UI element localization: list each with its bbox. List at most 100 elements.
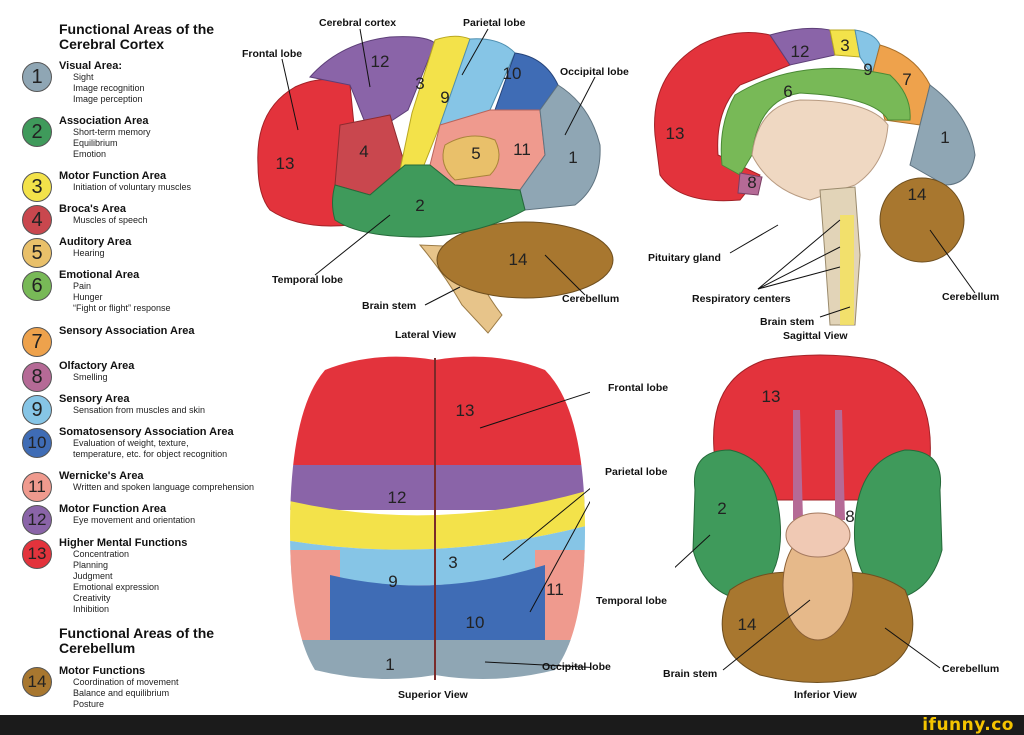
sagittal-num-8: 8 <box>747 173 756 192</box>
label-temporal-lobe-inferior: Temporal lobe <box>596 595 667 607</box>
cerebellum-section-title: Functional Areas of the Cerebellum <box>59 625 215 656</box>
superior-num-12: 12 <box>388 488 407 507</box>
legend-description-line: Initiation of voluntary muscles <box>73 182 192 192</box>
sagittal-num-3: 3 <box>840 36 849 55</box>
legend-item-title: Sensory Area <box>59 393 130 405</box>
superior-num-13: 13 <box>456 401 475 420</box>
legend-description-line: Posture <box>73 699 105 709</box>
legend-description-line: Muscles of speech <box>73 215 148 225</box>
label-parietal-lobe-lateral: Parietal lobe <box>463 17 526 29</box>
lateral-num-1: 1 <box>568 148 577 167</box>
legend-number-badge: 1 <box>22 62 52 92</box>
superior-num-9: 9 <box>388 572 397 591</box>
legend-description-line: Emotion <box>73 149 107 159</box>
legend-item-title: Auditory Area <box>59 236 132 248</box>
label-frontal-lobe-superior: Frontal lobe <box>608 382 669 394</box>
legend-description-line: Coordination of movement <box>73 677 179 687</box>
legend-description-line: Written and spoken language comprehensio… <box>73 482 254 492</box>
legend-item-title: Olfactory Area <box>59 360 135 372</box>
legend-item-title: Broca's Area <box>59 203 127 215</box>
lateral-num-14: 14 <box>509 250 528 269</box>
legend-item-title: Wernicke's Area <box>59 470 144 482</box>
legend-number-badge: 11 <box>22 472 52 502</box>
superior-region-9 <box>290 525 585 586</box>
inferior-region-2-left <box>692 449 782 601</box>
lateral-region-1 <box>519 84 601 211</box>
legend-item-description: Evaluation of weight, texture,temperatur… <box>73 438 227 460</box>
label-occipital-lobe-superior: Occipital lobe <box>542 661 611 673</box>
label-occipital-lobe-lateral: Occipital lobe <box>560 66 629 78</box>
legend-description-line: Sensation from muscles and skin <box>73 405 206 415</box>
label-brain-stem-lateral: Brain stem <box>362 300 417 312</box>
lateral-num-11: 11 <box>513 140 531 159</box>
inferior-num-2: 2 <box>717 499 726 518</box>
legend-description-line: Hearing <box>73 248 105 258</box>
watermark-logo[interactable]: ifunny.co <box>922 715 1014 735</box>
legend-item-title: Motor Function Area <box>59 503 167 515</box>
sagittal-stem-highlight <box>840 215 854 325</box>
legend-item-description: Written and spoken language comprehensio… <box>73 482 254 493</box>
lateral-region-2 <box>332 164 526 238</box>
label-cerebral-cortex: Cerebral cortex <box>319 17 397 29</box>
inferior-region-8-right <box>835 410 845 520</box>
legend-item-description: Initiation of voluntary muscles <box>73 182 191 193</box>
superior-region-12 <box>290 465 585 510</box>
legend-description-line: Short-term memory <box>73 127 151 137</box>
legend-description-line: Emotional expression <box>73 582 160 592</box>
legend-item-description: Smelling <box>73 372 108 383</box>
legend-item-title: Somatosensory Association Area <box>59 426 234 438</box>
lateral-num-4: 4 <box>359 142 368 161</box>
label-cerebellum-inferior: Cerebellum <box>942 663 1000 675</box>
legend-number-badge: 14 <box>22 667 52 697</box>
sagittal-num-9: 9 <box>863 60 872 79</box>
legend-item-title: Higher Mental Functions <box>59 537 188 549</box>
inferior-view-title: Inferior View <box>794 689 857 701</box>
legend-description-line: Equilibrium <box>73 138 118 148</box>
sagittal-region-8 <box>737 172 763 196</box>
inferior-pons <box>785 512 851 558</box>
lateral-num-10: 10 <box>503 64 522 83</box>
legend-number-badge: 9 <box>22 395 52 425</box>
inferior-region-8-left <box>793 410 803 520</box>
inferior-region-13 <box>713 354 931 501</box>
legend-item-title: Visual Area: <box>59 60 122 72</box>
legend-description-line: Creativity <box>73 593 111 603</box>
legend-description-line: Judgment <box>73 571 113 581</box>
legend-description-line: Eye movement and orientation <box>73 515 196 525</box>
lateral-num-9: 9 <box>440 88 449 107</box>
legend-item-title: Motor Functions <box>59 665 146 677</box>
label-cerebellum-sagittal: Cerebellum <box>942 291 1000 303</box>
label-respiratory-centers: Respiratory centers <box>692 293 791 305</box>
legend-description-line: Balance and equilibrium <box>73 688 170 698</box>
lateral-num-12: 12 <box>371 52 390 71</box>
superior-num-10: 10 <box>466 613 485 632</box>
legend-description-line: Image recognition <box>73 83 145 93</box>
superior-num-11: 11 <box>546 580 564 599</box>
sagittal-cerebellum-region <box>879 177 965 263</box>
sagittal-region-13 <box>654 32 791 202</box>
legend-number-badge: 6 <box>22 271 52 301</box>
lateral-view-title: Lateral View <box>395 329 457 341</box>
lateral-num-13: 13 <box>276 154 295 173</box>
superior-region-1 <box>290 640 585 680</box>
label-parietal-lobe-superior: Parietal lobe <box>605 466 668 478</box>
label-frontal-lobe-lateral: Frontal lobe <box>242 48 303 60</box>
legend-description-line: Planning <box>73 560 109 570</box>
legend-number-badge: 4 <box>22 205 52 235</box>
legend-description-line: Hunger <box>73 292 103 302</box>
legend-item-title: Emotional Area <box>59 269 140 281</box>
superior-region-13 <box>290 356 585 465</box>
legend-panel: Functional Areas of the Cerebral Cortex … <box>0 0 290 715</box>
inferior-num-13: 13 <box>762 387 781 406</box>
footer-bar: ifunny.co <box>0 715 1024 735</box>
sagittal-region-6 <box>720 67 911 176</box>
lateral-num-3: 3 <box>415 74 424 93</box>
lateral-view-diagram: 12 10 3 9 13 4 5 11 1 2 14 <box>257 28 614 334</box>
lateral-region-5 <box>442 135 500 181</box>
legend-item-description: Hearing <box>73 248 105 259</box>
legend-description-line: Sight <box>73 72 94 82</box>
